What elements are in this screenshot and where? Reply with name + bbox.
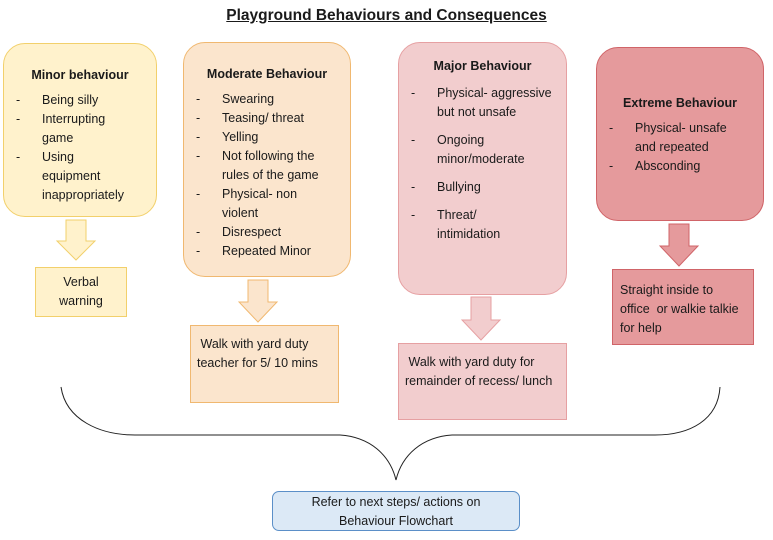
list-item: Threat/ intimidation	[399, 206, 527, 244]
extreme-consequence-box: Straight inside to office or walkie talk…	[612, 269, 754, 345]
list-item: Absconding	[597, 157, 763, 176]
list-item: Ongoing minor/moderate	[399, 131, 547, 169]
major-behaviour-list: Physical- aggressive but not unsafe Ongo…	[399, 84, 566, 244]
minor-down-arrow-icon	[55, 219, 97, 261]
extreme-behaviour-box: Extreme Behaviour Physical- unsafe and r…	[596, 47, 764, 221]
moderate-consequence-text: Walk with yard duty teacher for 5/ 10 mi…	[197, 337, 318, 370]
extreme-consequence-text: Straight inside to office or walkie talk…	[620, 283, 743, 335]
minor-behaviour-list: Being silly Interrupting game Using equi…	[4, 91, 156, 205]
extreme-down-arrow-icon	[659, 223, 700, 267]
extreme-behaviour-list: Physical- unsafe and repeated Absconding	[597, 119, 763, 176]
list-item: Physical- aggressive but not unsafe	[399, 84, 552, 122]
extreme-behaviour-heading: Extreme Behaviour	[623, 96, 737, 110]
list-item: Swearing	[184, 90, 350, 109]
list-item: Bullying	[399, 178, 566, 197]
list-item: Disrespect	[184, 223, 350, 242]
list-item: Physical- non violent	[184, 185, 302, 223]
moderate-behaviour-box: Moderate Behaviour Swearing Teasing/ thr…	[183, 42, 351, 277]
moderate-down-arrow-icon	[238, 279, 279, 323]
minor-behaviour-heading: Minor behaviour	[31, 68, 129, 82]
major-down-arrow-icon	[461, 296, 502, 341]
list-item: Using equipment inappropriately	[4, 148, 132, 205]
minor-consequence-box: Verbal warning	[35, 267, 127, 317]
list-item: Physical- unsafe and repeated	[597, 119, 730, 157]
list-item: Yelling	[184, 128, 350, 147]
page-title: Playground Behaviours and Consequences	[226, 7, 547, 24]
major-behaviour-box: Major Behaviour Physical- aggressive but…	[398, 42, 567, 295]
next-steps-box: Refer to next steps/ actions on Behaviou…	[272, 491, 520, 531]
list-item: Repeated Minor	[184, 242, 350, 261]
next-steps-line-1: Refer to next steps/ actions on	[311, 495, 481, 509]
list-item: Not following the rules of the game	[184, 147, 334, 185]
moderate-behaviour-list: Swearing Teasing/ threat Yelling Not fol…	[184, 90, 350, 261]
list-item: Interrupting game	[4, 110, 122, 148]
major-behaviour-heading: Major Behaviour	[433, 59, 532, 73]
list-item: Being silly	[4, 91, 156, 110]
minor-behaviour-box: Minor behaviour Being silly Interrupting…	[3, 43, 157, 217]
next-steps-line-2: Behaviour Flowchart	[339, 514, 453, 528]
moderate-behaviour-heading: Moderate Behaviour	[206, 67, 328, 81]
major-consequence-box: Walk with yard duty for remainder of rec…	[398, 343, 567, 420]
minor-consequence-text: Verbal warning	[59, 275, 103, 308]
list-item: Teasing/ threat	[184, 109, 350, 128]
major-consequence-text: Walk with yard duty for remainder of rec…	[405, 355, 553, 388]
moderate-consequence-box: Walk with yard duty teacher for 5/ 10 mi…	[190, 325, 339, 403]
